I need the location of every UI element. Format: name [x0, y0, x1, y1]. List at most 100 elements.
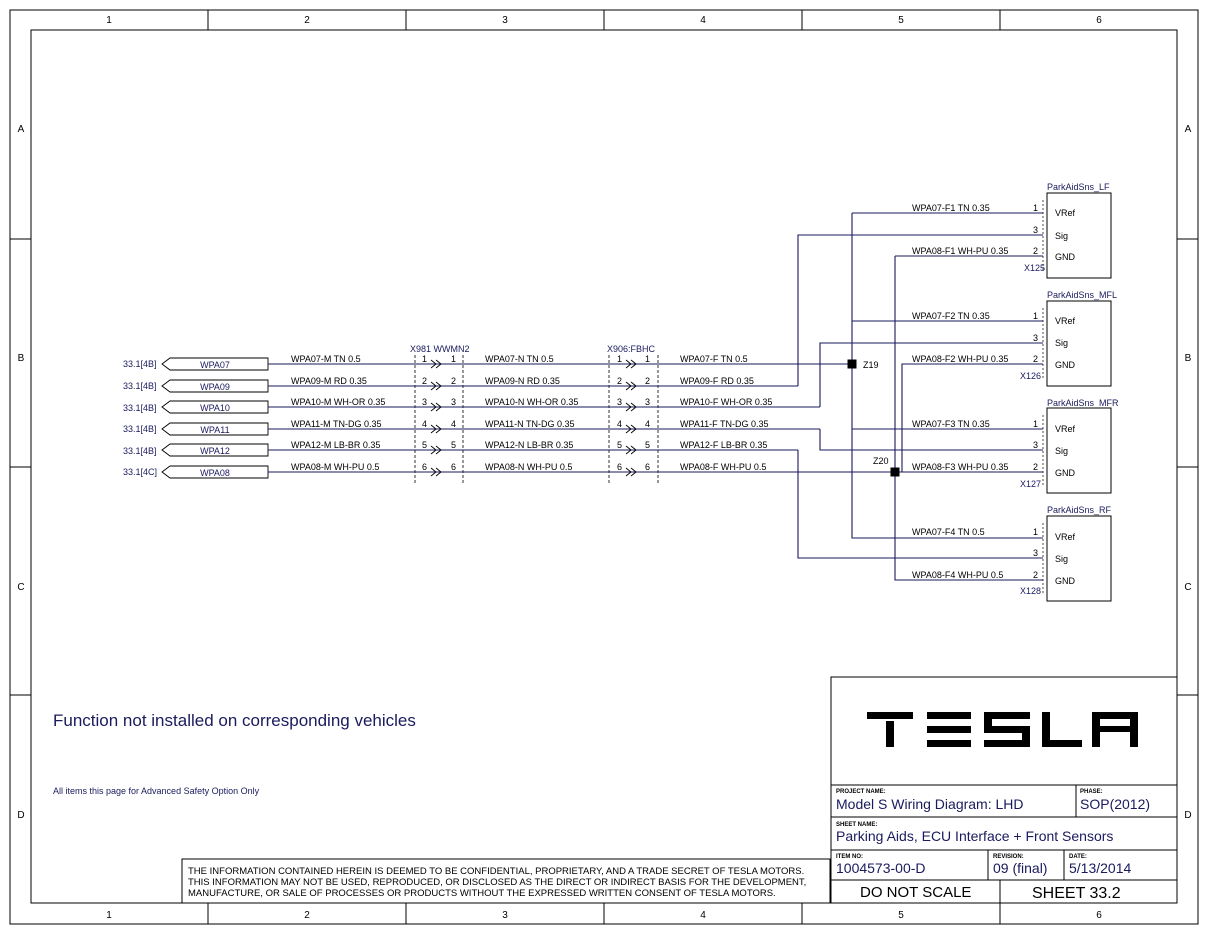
- page-ref: 33.1[4B]: [123, 403, 157, 413]
- seg-f-label: WPA08-F WH-PU 0.5: [680, 462, 766, 472]
- row-label: D: [17, 810, 24, 821]
- pin-label: VRef: [1055, 424, 1076, 434]
- sensor-lf: ParkAidSns_LF VRef Sig GND 1 3 2 X125 WP…: [912, 182, 1112, 279]
- pin-label: VRef: [1055, 316, 1076, 326]
- pin-label: GND: [1055, 252, 1076, 262]
- pin-number: 2: [617, 376, 622, 386]
- pin-number: 4: [451, 419, 456, 429]
- connector-chevrons: [430, 359, 637, 477]
- pin-label: GND: [1055, 576, 1076, 586]
- sig-wire-lf: [797, 234, 1043, 386]
- disclaimer-line: MANUFACTURE, OR SALE OF PROCESSES OR PRO…: [188, 888, 776, 899]
- column-label: 4: [700, 910, 706, 921]
- sensor-box: [1046, 300, 1112, 387]
- seg-n-label: WPA08-N WH-PU 0.5: [485, 462, 572, 472]
- function-note: Function not installed on corresponding …: [53, 711, 416, 730]
- column-label: 2: [304, 15, 310, 26]
- seg-n-label: WPA10-N WH-OR 0.35: [485, 397, 578, 407]
- connector-id: X126: [1020, 371, 1041, 381]
- x981-pins: 1 1 2 2 3 3 4 4 5 5 6 6: [422, 354, 456, 472]
- pin-number: 6: [645, 462, 650, 472]
- row-label: C: [1184, 582, 1191, 593]
- pin-number: 1: [422, 354, 427, 364]
- splice-label: Z20: [873, 456, 889, 466]
- pin-number: 3: [422, 397, 427, 407]
- seg-m-label: WPA10-M WH-OR 0.35: [291, 397, 385, 407]
- item-label: ITEM NO:: [836, 854, 863, 860]
- connector-id: X125: [1024, 263, 1045, 273]
- seg-f-label: WPA10-F WH-OR 0.35: [680, 397, 772, 407]
- vref-wire-label: WPA07-F3 TN 0.35: [912, 419, 990, 429]
- seg-m-label: WPA11-M TN-DG 0.35: [291, 419, 382, 429]
- scale-note: DO NOT SCALE: [860, 884, 971, 901]
- sensor-box: [1046, 407, 1112, 494]
- date-label: DATE:: [1069, 854, 1087, 860]
- pin-label: Sig: [1055, 231, 1068, 241]
- connector-x906-label: X906:FBHC: [607, 344, 656, 354]
- pin-label: VRef: [1055, 208, 1076, 218]
- pin-label: Sig: [1055, 554, 1068, 564]
- pin-label: GND: [1055, 360, 1076, 370]
- sheet-name-value: Parking Aids, ECU Interface + Front Sens…: [836, 828, 1113, 844]
- pin-number: 2: [645, 376, 650, 386]
- sensor-name: ParkAidSns_MFR: [1047, 398, 1119, 408]
- pin-number: 5: [451, 440, 456, 450]
- offpage-wire-id: WPA07: [200, 360, 230, 370]
- pin-number: 1: [645, 354, 650, 364]
- pin-number: 3: [1033, 440, 1038, 450]
- project-value: Model S Wiring Diagram: LHD: [836, 796, 1024, 812]
- source-row: 33.1[4B] WPA12: [123, 443, 269, 457]
- seg-m-label: WPA07-M TN 0.5: [291, 354, 361, 364]
- phase-label: PHASE:: [1080, 789, 1103, 795]
- page-ref: 33.1[4B]: [123, 359, 157, 369]
- splice-marker: [890, 467, 900, 477]
- pin-number: 2: [1033, 354, 1038, 364]
- date-value: 5/13/2014: [1069, 860, 1131, 876]
- tesla-logo: [867, 712, 1138, 747]
- column-label: 3: [502, 910, 508, 921]
- pin-number: 4: [617, 419, 622, 429]
- pin-number: 1: [1033, 311, 1038, 321]
- seg-f-label: WPA11-F TN-DG 0.35: [680, 419, 769, 429]
- offpage-wire-id: WPA11: [200, 425, 229, 435]
- disclaimer-box: [181, 858, 831, 904]
- seg-f-label: WPA09-F RD 0.35: [680, 376, 754, 386]
- seg-m-label: WPA12-M LB-BR 0.35: [291, 440, 380, 450]
- row-labels-left: A B C D: [17, 124, 24, 821]
- pin-number: 1: [1033, 419, 1038, 429]
- column-label: 5: [898, 15, 904, 26]
- splice-label: Z19: [863, 360, 879, 370]
- source-rows: 33.1[4B] WPA07 33.1[4B] WPA09 33.1[4B] W…: [123, 357, 269, 479]
- column-label: 1: [106, 15, 112, 26]
- gnd-wire-label: WPA08-F4 WH-PU 0.5: [912, 570, 1003, 580]
- column-label: 4: [700, 15, 706, 26]
- pin-label: Sig: [1055, 446, 1068, 456]
- seg-m-label: WPA08-M WH-PU 0.5: [291, 462, 379, 472]
- source-row: 33.1[4B] WPA11: [123, 422, 269, 436]
- pin-number: 6: [451, 462, 456, 472]
- gnd-wire-label: WPA08-F1 WH-PU 0.35: [912, 246, 1008, 256]
- pin-number: 2: [451, 376, 456, 386]
- splice-z19: Z19: [847, 359, 879, 370]
- column-labels-bottom: 1 2 3 4 5 6: [106, 910, 1102, 921]
- connector-id: X128: [1020, 586, 1041, 596]
- sig-wire-mfr: [819, 429, 1043, 451]
- seg-n-label: WPA12-N LB-BR 0.35: [485, 440, 573, 450]
- sheet-name-label: SHEET NAME:: [836, 822, 877, 828]
- pin-number: 3: [1033, 548, 1038, 558]
- column-label: 5: [898, 910, 904, 921]
- pin-number: 3: [1033, 225, 1038, 235]
- offpage-wire-id: WPA08: [200, 468, 230, 478]
- source-row: 33.1[4B] WPA10: [123, 400, 269, 414]
- pin-number: 3: [451, 397, 456, 407]
- seg-n-label: WPA07-N TN 0.5: [485, 354, 554, 364]
- pin-number: 6: [617, 462, 622, 472]
- harness-wires: [268, 363, 895, 473]
- source-row: 33.1[4C] WPA08: [123, 465, 269, 479]
- pin-number: 2: [1033, 462, 1038, 472]
- pin-number: 6: [422, 462, 427, 472]
- vref-wire-label: WPA07-F2 TN 0.35: [912, 311, 990, 321]
- seg-n-label: WPA11-N TN-DG 0.35: [485, 419, 575, 429]
- splice-marker: [847, 359, 857, 369]
